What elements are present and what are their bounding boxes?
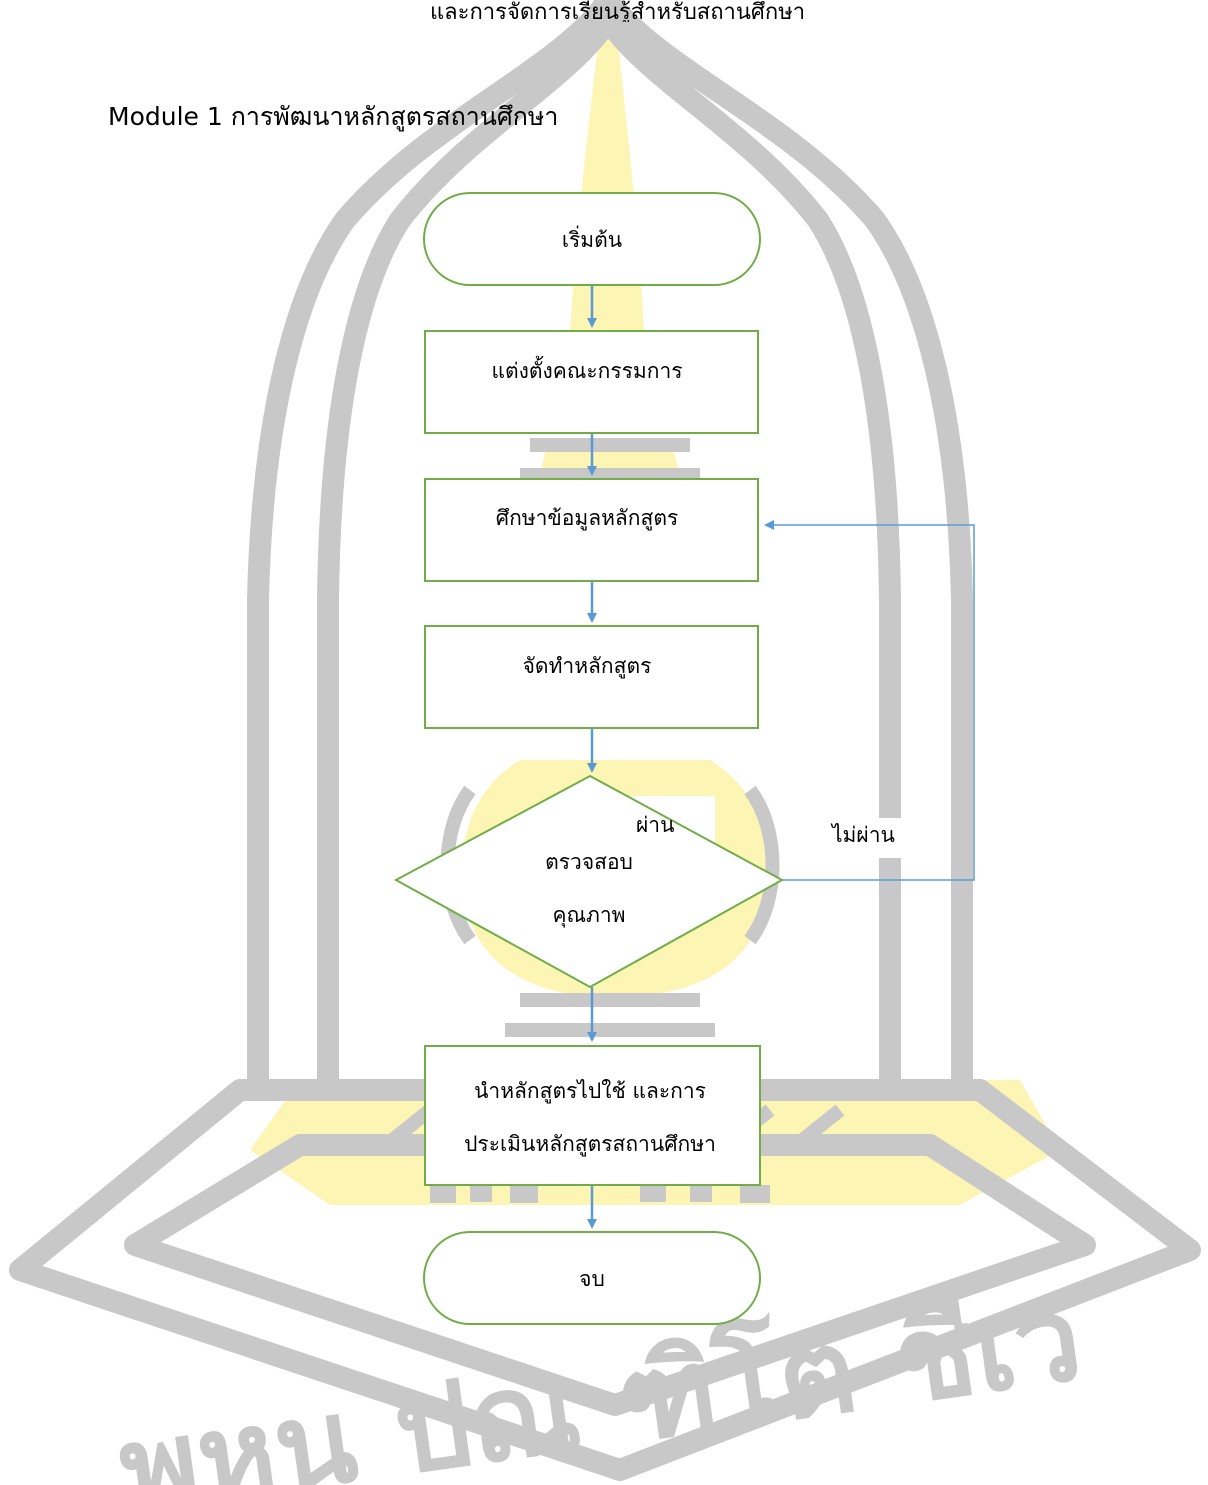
start-terminator: เริ่มต้น [423, 192, 761, 286]
pass-branch-label: ผ่าน [636, 813, 674, 837]
end-terminator: จบ [423, 1231, 761, 1325]
step3-label: จัดทำหลักสูตร [523, 654, 652, 679]
decision-label-line1: ตรวจสอบ [545, 850, 633, 874]
page-header-text: และการจัดการเรียนรู้สำหรับสถานศึกษา [430, 0, 806, 22]
step1-label: แต่งตั้งคณะกรรมการ [491, 356, 682, 383]
step4-label-line2: ประเมินหลักสูตรสถานศึกษา [464, 1132, 716, 1157]
process-box-apply-evaluate-curriculum: นำหลักสูตรไปใช้ และการ ประเมินหลักสูตรสถ… [424, 1045, 761, 1186]
decision-label-line2: คุณภาพ [552, 903, 625, 928]
fail-branch-label: ไม่ผ่าน [830, 823, 895, 847]
module-heading: Module 1 การพัฒนาหลักสูตรสถานศึกษา [108, 102, 559, 131]
step4-label-line1: นำหลักสูตรไปใช้ และการ [474, 1079, 706, 1104]
start-label: เริ่มต้น [562, 225, 622, 252]
end-label: จบ [579, 1267, 605, 1291]
process-box-appoint-committee: แต่งตั้งคณะกรรมการ [424, 330, 759, 434]
process-box-create-curriculum: จัดทำหลักสูตร [424, 625, 759, 729]
process-box-study-curriculum-data: ศึกษาข้อมูลหลักสูตร [424, 478, 759, 582]
decision-quality-check: ตรวจสอบ คุณภาพ [393, 774, 785, 989]
arrow-fail-loop [764, 520, 975, 881]
step2-label: ศึกษาข้อมูลหลักสูตร [496, 506, 679, 531]
